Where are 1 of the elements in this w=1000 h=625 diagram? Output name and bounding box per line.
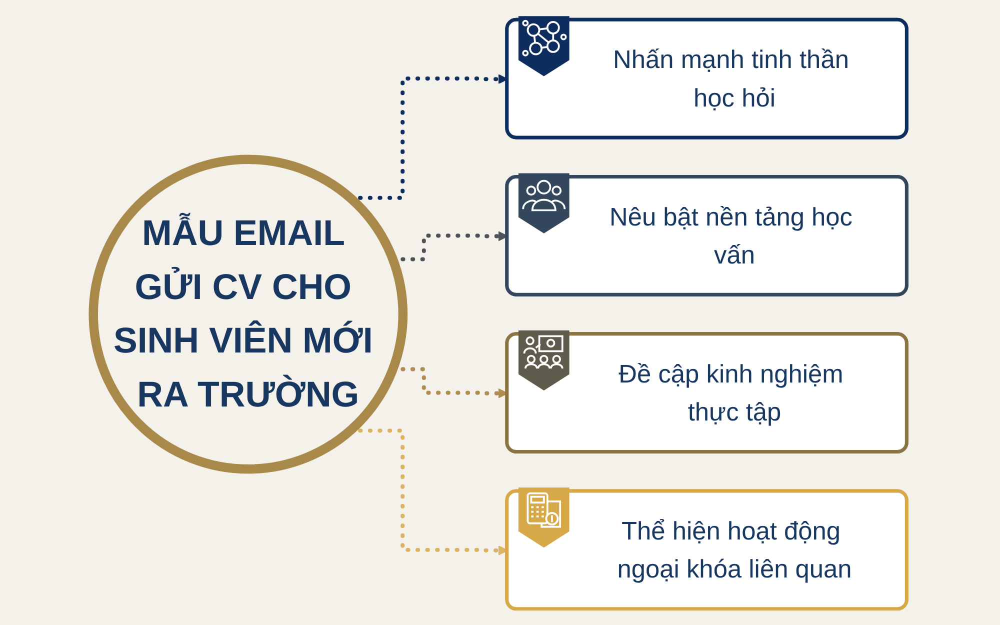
node-circle: MẪU EMAIL GỬI CV CHO SINH VIÊN MỚI RA TRƯỜNG xyxy=(88,154,408,474)
